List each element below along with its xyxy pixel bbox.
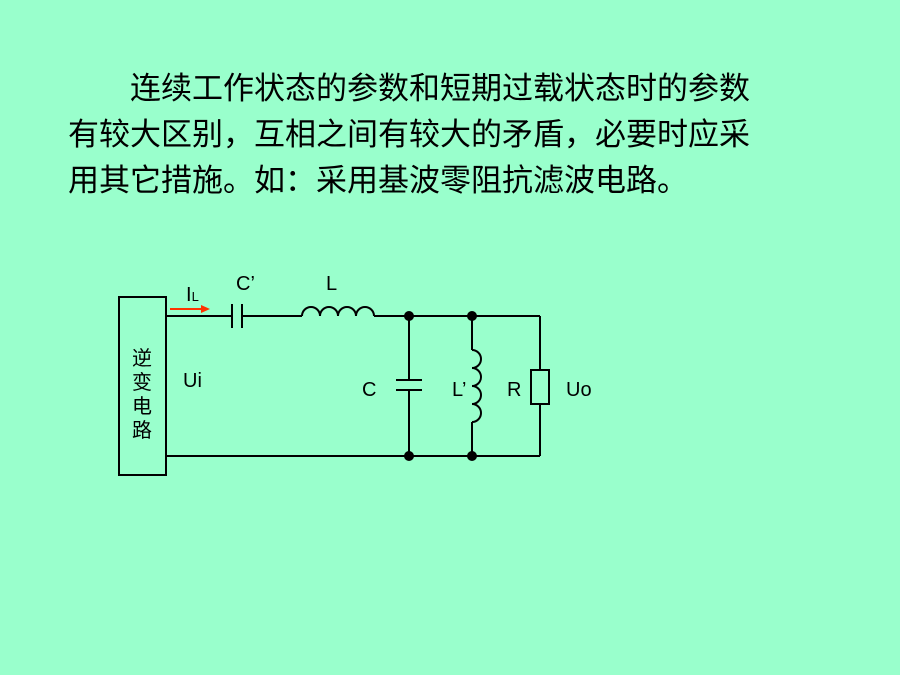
paragraph-line-3: 用其它措施。如：采用基波零阻抗滤波电路。 [68, 163, 688, 199]
shunt-capacitor-label: C [362, 379, 376, 401]
paragraph-line-2: 有较大区别，互相之间有较大的矛盾，必要时应采 [68, 117, 750, 153]
current-label: IL [186, 284, 199, 306]
shunt-inductor-coil [471, 349, 482, 423]
inverter-box-char-2: 变 [132, 370, 152, 394]
paragraph-line-1: 连续工作状态的参数和短期过载状态时的参数 [130, 71, 750, 107]
inverter-box-char-1: 逆 [132, 346, 152, 370]
junction-dot-top-inductor [467, 311, 477, 321]
inverter-box-char-3: 电 [132, 394, 152, 418]
series-inductor-label: L [326, 273, 337, 295]
input-voltage-label: Ui [183, 370, 202, 392]
junction-dot-bottom-inductor [467, 451, 477, 461]
shunt-inductor-label: L’ [452, 379, 466, 401]
series-capacitor-label: C’ [236, 273, 255, 295]
junction-dot-top-capacitor [404, 311, 414, 321]
series-inductor-coil [301, 306, 375, 317]
inverter-box [118, 296, 167, 476]
junction-dot-bottom-capacitor [404, 451, 414, 461]
inverter-box-char-4: 路 [132, 418, 152, 442]
output-voltage-label: Uo [566, 379, 592, 401]
description-paragraph: 连续工作状态的参数和短期过载状态时的参数 有较大区别，互相之间有较大的矛盾，必要… [68, 66, 848, 204]
load-resistor-body [530, 369, 550, 405]
current-arrowhead-icon [201, 305, 210, 313]
current-label-subscript: L [192, 289, 199, 304]
load-resistor-label: R [507, 379, 521, 401]
